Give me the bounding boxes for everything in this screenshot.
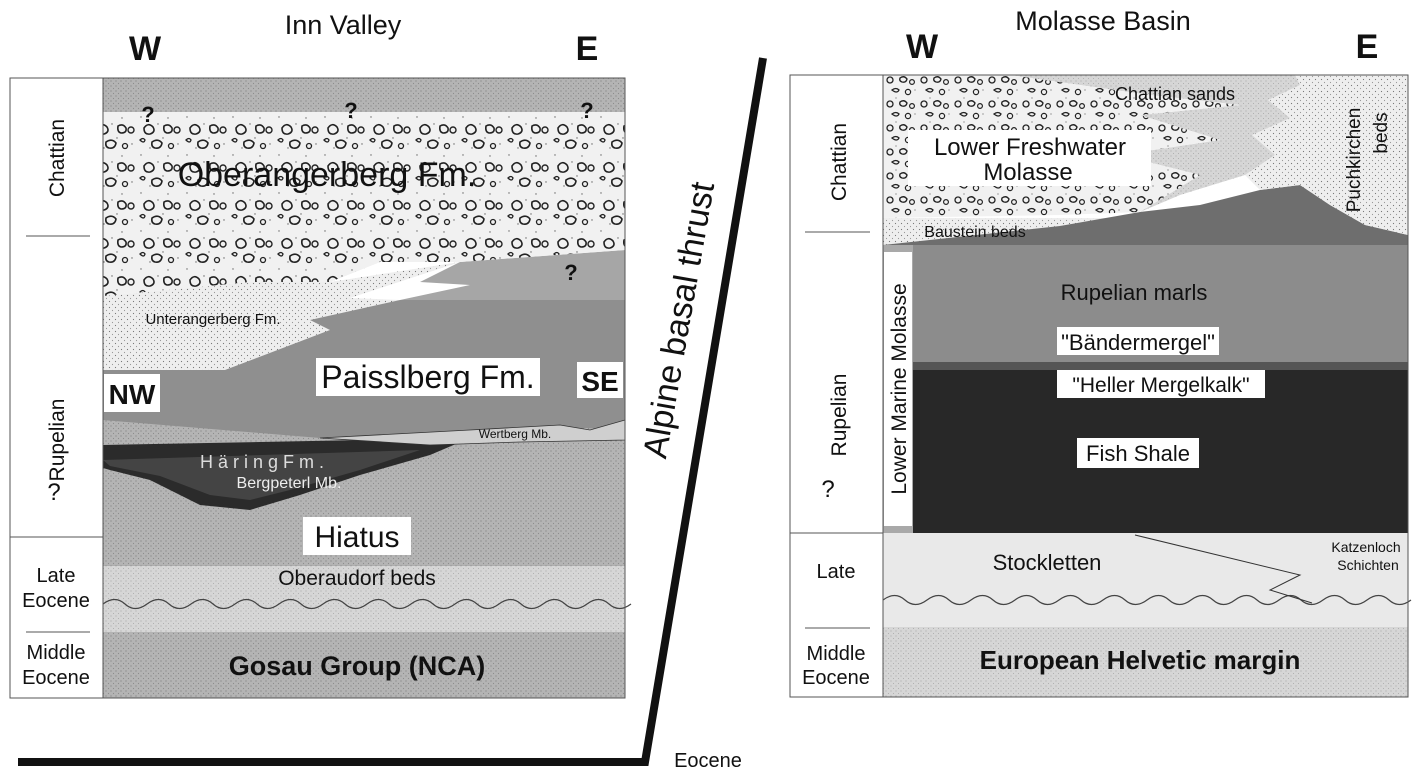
- left-question-1: ?: [141, 102, 154, 127]
- lfm-label-1: Lower Freshwater: [934, 134, 1126, 161]
- left-top-unit: [103, 78, 625, 112]
- bergpeterl-label: Bergpeterl Mb.: [237, 475, 342, 492]
- gosau-label: Gosau Group (NCA): [229, 651, 486, 681]
- unterangerberg-unit: [103, 262, 460, 370]
- puchkirchen-unit: [1245, 75, 1408, 235]
- left-stage-rupelian: Rupelian: [46, 399, 69, 482]
- left-west-label: W: [129, 30, 162, 68]
- baustein-label: Baustein beds: [924, 224, 1025, 241]
- right-title: Molasse Basin: [1015, 6, 1191, 36]
- heller-label: "Heller Mergelkalk": [1072, 374, 1249, 397]
- nw-label: NW: [109, 379, 156, 410]
- fish-shale-label: Fish Shale: [1086, 441, 1190, 466]
- right-west-label: W: [906, 28, 939, 66]
- eocene-label: Eocene: [674, 750, 742, 772]
- left-stage-chattian: Chattian: [46, 119, 69, 197]
- right-stage-chattian: Chattian: [828, 123, 851, 201]
- gosau-unit: [103, 630, 625, 698]
- oberaudorf-unit: [103, 565, 625, 632]
- bandermergel-label: "Bändermergel": [1061, 330, 1215, 355]
- left-stage-column: [9, 77, 104, 699]
- left-stage-eocene: Eocene: [22, 590, 90, 612]
- right-stage-middle-eocene: Eocene: [802, 667, 870, 689]
- wertberg-label: Wertberg Mb.: [479, 427, 551, 441]
- thrust-label: Alpine basal thrust: [636, 179, 722, 462]
- left-east-label: E: [576, 30, 599, 68]
- puchkirchen-label-1: Puchkirchen: [1344, 108, 1365, 213]
- right-stage-rupelian: Rupelian: [828, 374, 851, 457]
- thrust-line: [18, 57, 767, 766]
- rupelian-marls-label: Rupelian marls: [1061, 280, 1208, 305]
- lfm-label-2: Molasse: [983, 159, 1072, 186]
- right-stage-column: [789, 74, 884, 698]
- oberangerberg-label: Oberangerberg Fm.: [178, 156, 477, 194]
- stockletten-label: Stockletten: [993, 550, 1102, 575]
- left-panel: Inn Valley W E Chattian Rupelian ? Late …: [9, 10, 632, 699]
- lmm-label: Lower Marine Molasse: [888, 283, 911, 494]
- right-stage-rupelian-question: ?: [821, 476, 834, 503]
- european-label: European Helvetic margin: [980, 645, 1301, 675]
- right-stage-late: Late: [817, 561, 856, 583]
- katzenloch-label-2: Schichten: [1337, 557, 1398, 573]
- right-east-label: E: [1356, 28, 1379, 66]
- left-stage-rupelian-question: ?: [47, 479, 60, 506]
- oberangerberg-unit: [103, 112, 625, 296]
- oberaudorf-label: Oberaudorf beds: [278, 567, 436, 590]
- left-stage-middle: Middle: [27, 642, 86, 664]
- chattian-sands-unit: [1010, 75, 1300, 212]
- right-panel: Molasse Basin W E Chattian Rupelian ? La…: [789, 6, 1412, 698]
- heller-unit: [913, 362, 1408, 370]
- hiatus-label: Hiatus: [314, 521, 399, 554]
- katzenloch-label-1: Katzenloch: [1331, 539, 1400, 555]
- left-column: [102, 77, 632, 699]
- european-unit: [883, 625, 1408, 697]
- chattian-sands-label: Chattian sands: [1115, 84, 1235, 104]
- left-question-3: ?: [580, 98, 593, 123]
- left-question-4: ?: [564, 260, 577, 285]
- unterangerberg-label: Unterangerberg Fm.: [145, 311, 280, 328]
- right-stage-middle: Middle: [807, 643, 866, 665]
- left-stage-middle-eocene: Eocene: [22, 667, 90, 689]
- se-label: SE: [581, 366, 618, 397]
- paisslberg-label: Paisslberg Fm.: [321, 359, 534, 395]
- haring-label: H ä r i n g F m .: [200, 452, 324, 472]
- puchkirchen-label-2: beds: [1371, 112, 1392, 153]
- left-question-2: ?: [344, 98, 357, 123]
- left-title: Inn Valley: [285, 10, 402, 40]
- stockletten-unit: [883, 533, 1408, 627]
- left-stage-late: Late: [37, 565, 76, 587]
